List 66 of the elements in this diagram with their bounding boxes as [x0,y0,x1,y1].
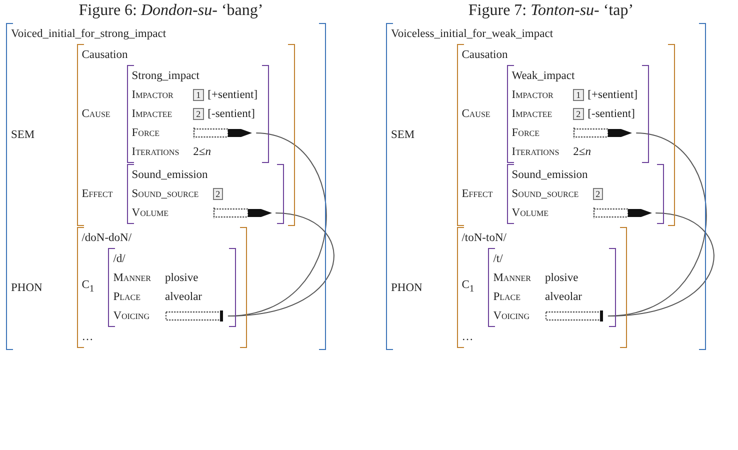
feature-name: PHON [391,280,422,296]
type-name: Voiced_initial_for_strong_impact [11,27,166,42]
feature-name: SEM [391,128,415,143]
feature-value: [+sentient] [588,88,638,103]
feature-name: PHON [11,280,42,296]
feature-name: Volume [132,206,169,221]
type-name: Sound_emission [132,168,208,183]
coindex-tag: 1 [573,89,584,101]
feature-name: Impactee [132,107,172,122]
feature-name: Place [113,290,140,305]
coindex-tag: 1 [193,89,204,101]
feature-name: Effect [462,187,493,202]
coindex-tag: 2 [592,188,604,200]
feature-value: alveolar [164,290,202,305]
feature-name: C$_{1}$ [462,278,474,297]
voicing-bar-icon [164,310,225,322]
feature-name: Impactor [512,88,554,103]
feature-value: plosive [544,271,578,286]
feature-value: [-sentient] [588,107,635,122]
feature-value: alveolar [544,290,582,305]
coindex-tag: 2 [212,188,224,200]
feature-name: Iterations [132,145,180,160]
type-name: Sound_emission [512,168,588,183]
figure-title: Figure 6: Dondon-su- ‘bang’ [78,2,264,20]
feature-value: [-sentient] [208,107,255,122]
voicing-bar-icon [544,310,605,322]
coindex-tag: 2 [573,108,584,120]
feature-value: … [82,330,94,345]
feature-name: Sound_source [132,187,199,202]
type-name: /t/ [493,252,503,267]
strength-arrow-icon [193,127,254,139]
feature-name: Voicing [113,309,150,324]
feature-value: 2≤n [573,145,591,160]
feature-name: Sound_source [512,187,579,202]
type-name: Causation [462,48,508,63]
type-name: /d/ [113,252,126,267]
feature-value: 2≤n [193,145,211,160]
type-name: Voiceless_initial_for_weak_impact [391,27,554,42]
feature-name: Iterations [512,145,560,160]
feature-name: Impactee [512,107,552,122]
type-name: Strong_impact [132,69,200,84]
feature-name: Voicing [493,309,530,324]
feature-name: SEM [11,128,35,143]
feature-value: plosive [164,271,198,286]
type-name: /toN-toN/ [462,231,506,246]
feature-name: Place [493,290,520,305]
feature-name: Manner [113,271,151,286]
figure-title: Figure 7: Tonton-su- ‘tap’ [468,2,634,20]
strength-arrow-icon [212,207,273,219]
type-name: /doN-doN/ [82,231,132,246]
feature-name: Effect [82,187,113,202]
feature-name: Impactor [132,88,174,103]
type-name: Weak_impact [512,69,575,84]
feature-name: Cause [462,107,490,122]
feature-name: Force [132,126,160,141]
feature-name: Cause [82,107,110,122]
feature-name: Volume [512,206,549,221]
type-name: Causation [82,48,128,63]
feature-name: Manner [493,271,531,286]
feature-value: … [462,330,474,345]
feature-name: Force [512,126,540,141]
coindex-tag: 2 [193,108,204,120]
feature-value: [+sentient] [208,88,258,103]
strength-arrow-icon [573,127,634,139]
feature-name: C$_{1}$ [82,278,94,297]
strength-arrow-icon [592,207,653,219]
